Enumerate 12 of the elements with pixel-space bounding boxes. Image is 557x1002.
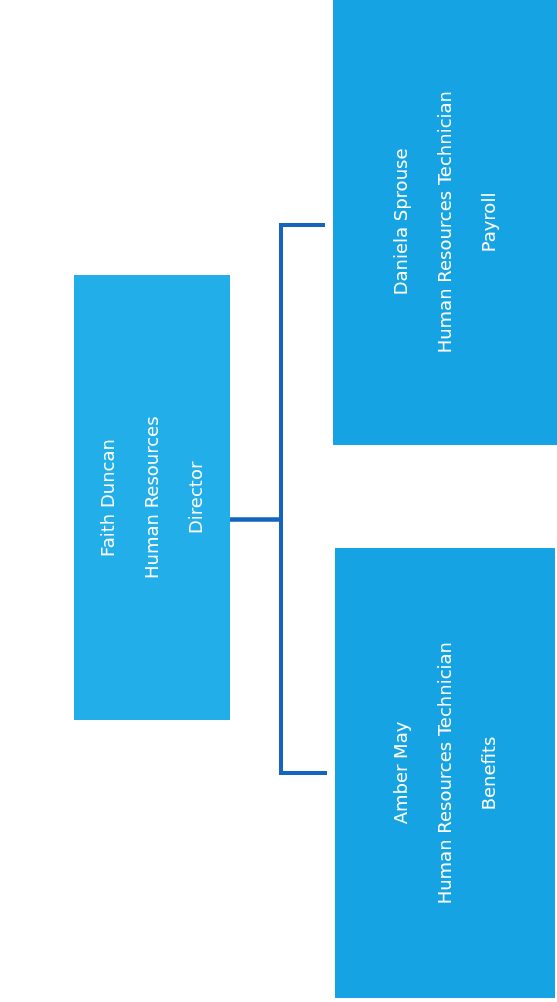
job-title: Human Resources Technician: [433, 91, 456, 354]
org-box: [333, 0, 557, 445]
person-name: Daniela Sprouse: [389, 149, 412, 296]
job-title: Human Resources Director: [140, 415, 207, 581]
person-name: Faith Duncan: [96, 438, 119, 557]
person-name: Amber May: [389, 721, 412, 825]
org-box: [74, 275, 230, 720]
org-box: [335, 548, 555, 998]
job-title: Payroll: [477, 192, 500, 253]
job-title: Benefits: [477, 736, 500, 810]
connector-line: [230, 517, 327, 775]
job-title: Human Resources Technician: [433, 641, 456, 905]
